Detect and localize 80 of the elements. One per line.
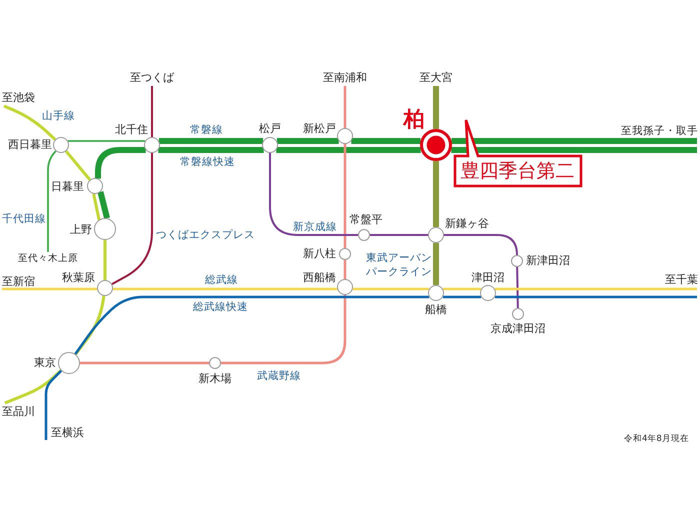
rail-line <box>516 266 519 308</box>
rail-line <box>158 147 264 153</box>
station-name: 北千住 <box>114 123 148 137</box>
rail-line <box>494 288 697 290</box>
station-name: 船橋 <box>424 303 448 317</box>
callout-text: 豊四季台第二 <box>460 159 576 184</box>
destination-label: 至横浜 <box>46 425 92 441</box>
line-name: つくばエクスプレス <box>156 228 255 242</box>
line-name: 武蔵野線 <box>257 369 301 383</box>
rail-line <box>64 150 92 181</box>
line-name: 総武線 <box>205 273 238 287</box>
line-name: 東武アーバンパークライン <box>366 251 433 279</box>
rail-line <box>442 288 482 290</box>
destination-label: 至南浦和 <box>317 70 373 86</box>
destination-label: 至池袋 <box>2 90 42 106</box>
rail-line <box>344 144 346 248</box>
station-name: 京成津田沼 <box>490 322 546 336</box>
rail-line <box>344 86 346 128</box>
station-name: 柏 <box>402 106 426 132</box>
station-name: 秋葉原 <box>61 271 95 285</box>
rail-line <box>370 234 428 236</box>
destination-label: 至代々木上原 <box>16 252 80 266</box>
rail-line <box>112 288 338 290</box>
rail-line <box>344 260 346 279</box>
rail-line <box>92 194 101 220</box>
rail-line <box>269 153 358 236</box>
rail-line <box>158 138 264 144</box>
rail-line <box>433 243 439 285</box>
rail-line <box>352 288 430 290</box>
rail-line <box>74 296 106 356</box>
rail-line <box>44 370 62 440</box>
line-name: 常磐線快速 <box>180 155 235 169</box>
station-name: 新八柱 <box>302 247 336 261</box>
rail-line <box>151 86 153 137</box>
line-name: 新京成線 <box>293 220 337 234</box>
rail-line <box>442 296 482 298</box>
rail-line <box>351 138 420 144</box>
line-name: 総武線快速 <box>193 300 248 314</box>
rail-line <box>68 140 146 142</box>
rail-line <box>433 86 439 129</box>
rail-line <box>4 369 62 404</box>
station-name: 東京 <box>33 356 56 370</box>
rail-line <box>444 234 518 256</box>
rail-line <box>433 161 439 227</box>
station-name: 津田沼 <box>470 271 506 285</box>
destination-label: 至つくば <box>124 70 180 86</box>
station-name: 西日暮里 <box>7 138 52 152</box>
rail-line <box>47 150 56 252</box>
rail-line <box>112 153 153 285</box>
station-name: 日暮里 <box>50 180 84 194</box>
rail-line <box>98 191 110 219</box>
station-name: 松戸 <box>258 122 282 136</box>
line-name: 常磐線 <box>190 123 223 137</box>
rail-line <box>494 296 697 298</box>
rail-line <box>452 138 697 144</box>
station-name: 常盤平 <box>348 213 384 227</box>
rail-line <box>95 147 146 179</box>
destination-label: 至品川 <box>2 403 44 421</box>
date-note: 令和4年8月現在 <box>624 434 689 445</box>
rail-line <box>276 138 339 144</box>
station-name: 新津田沼 <box>526 254 571 268</box>
station-name: 新鎌ヶ谷 <box>445 217 490 231</box>
station-name: 新木場 <box>198 372 232 386</box>
rail-line <box>221 295 346 364</box>
rail-line <box>3 104 56 141</box>
rail-line <box>80 362 209 364</box>
destination-label: 至千葉 <box>656 272 698 287</box>
rail-line <box>276 147 421 153</box>
destination-label: 至大宮 <box>414 70 458 86</box>
line-name: 山手線 <box>42 109 75 123</box>
rail-line <box>2 288 98 290</box>
station-name: 上野 <box>69 223 92 237</box>
rail-line <box>74 296 430 355</box>
destination-label: 至新宿 <box>2 274 42 289</box>
line-name: 千代田線 <box>2 212 46 226</box>
station-name: 新松戸 <box>302 122 336 136</box>
rail-line <box>104 240 106 280</box>
destination-label: 至我孫子・取手 <box>614 122 698 141</box>
station-name: 西船橋 <box>302 271 336 285</box>
rail-line <box>451 147 697 153</box>
